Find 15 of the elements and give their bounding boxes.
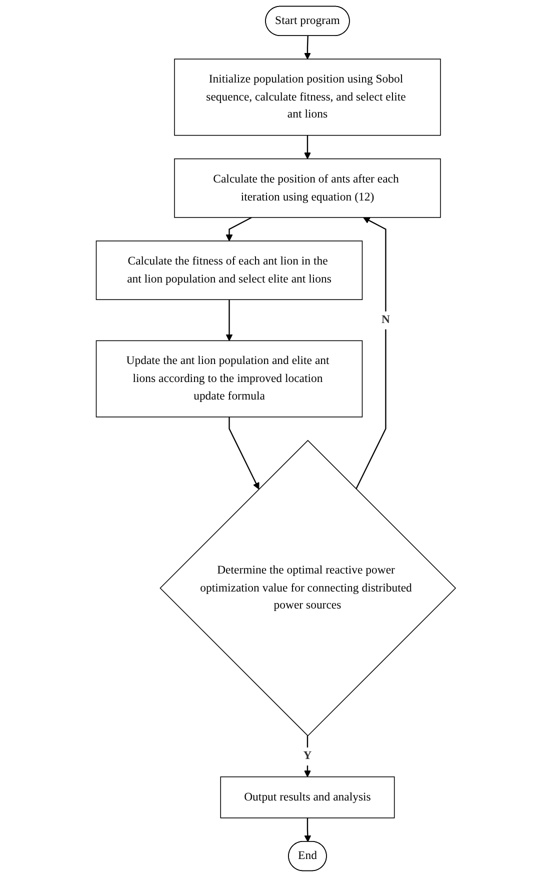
edge-label: N (382, 314, 390, 326)
arrow (228, 416, 260, 490)
arrow (304, 818, 312, 842)
arrow (356, 217, 386, 490)
node-box: Output results and analysis (220, 776, 395, 818)
node-box: Calculate the fitness of each ant lion in the ant lion population and select elite ant lions (96, 240, 363, 300)
node-diamond: Determine the optimal reactive power optimization value for connecting distributed power sources (160, 440, 456, 736)
arrow (226, 216, 252, 242)
node-box: Initialize population position using Sobol sequence, calculate fitness, and select elite ant lions (174, 58, 441, 136)
node-box: Calculate the position of ants after each iteration using equation (12) (174, 158, 441, 218)
arrow (226, 300, 233, 342)
arrow (304, 36, 312, 60)
edge-label: Y (303, 750, 312, 762)
node-box: Update the ant lion population and elite ant lions according to the improved location update formula (96, 340, 363, 418)
arrow (304, 135, 312, 160)
